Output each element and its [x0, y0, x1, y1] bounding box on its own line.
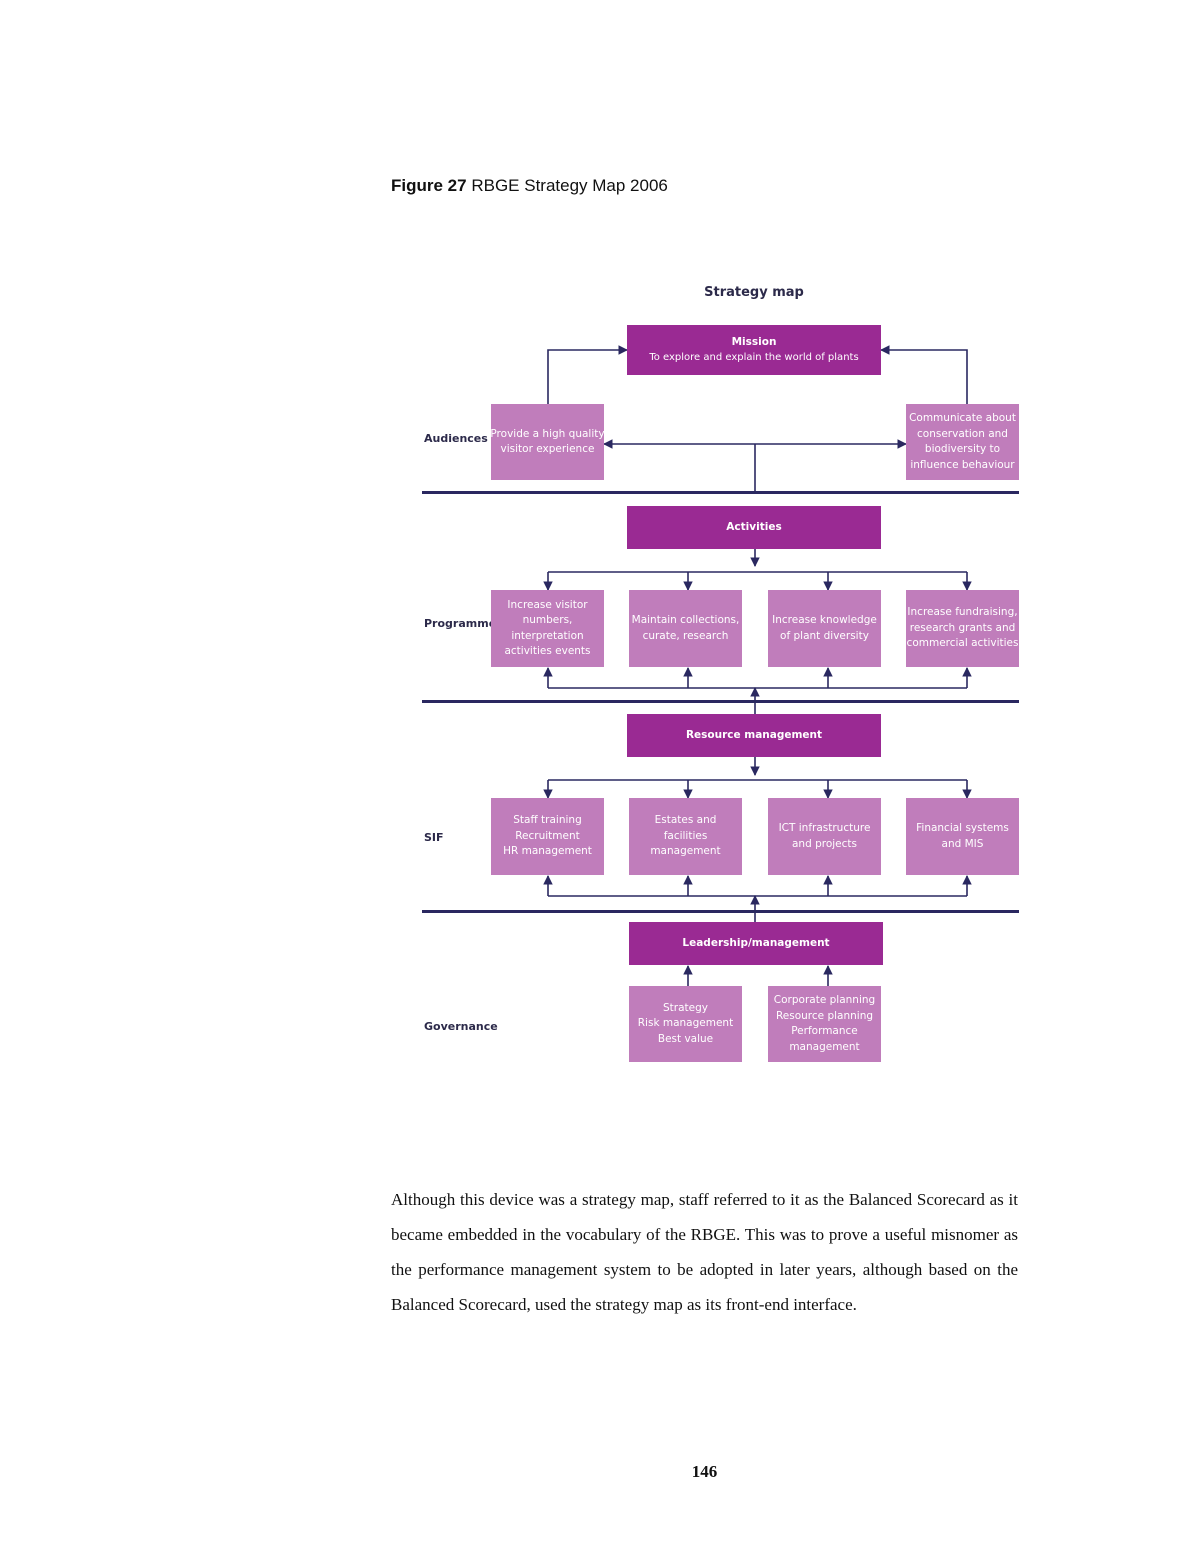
box-line: Financial systems: [916, 822, 1009, 834]
box-line: and MIS: [941, 837, 984, 850]
box-line: Increase visitor: [507, 598, 588, 611]
box-line: Resource planning: [775, 1009, 874, 1022]
box-line: ICT infrastructure: [778, 822, 871, 834]
figure-label: Figure 27: [391, 176, 467, 195]
mission-title: Mission: [731, 335, 777, 348]
mission-subtitle: To explore and explain the world of plan…: [649, 352, 859, 363]
box-line: Performance: [791, 1025, 858, 1037]
resource-management-title: Resource management: [685, 728, 823, 741]
body-paragraph: Although this device was a strategy map,…: [391, 1190, 1018, 1314]
box-line: management: [789, 1040, 860, 1053]
programme-box-visitors: Increase visitor numbers, interpretation…: [491, 590, 604, 667]
box-line: Recruitment: [515, 829, 580, 842]
resource-management-box: Resource management: [627, 714, 881, 757]
activities-title: Activities: [726, 520, 782, 533]
lane-label-audiences: Audiences: [424, 432, 488, 445]
box-line: and projects: [791, 837, 857, 850]
box-line: Risk management: [637, 1017, 734, 1030]
box-line: interpretation: [511, 629, 584, 642]
box-line: management: [650, 845, 721, 858]
box-line: Provide a high quality: [490, 427, 605, 440]
box-line: activities events: [504, 645, 591, 657]
lane-label-programmes: Programmes: [424, 617, 503, 630]
programme-box-fundraising: Increase fundraising, research grants an…: [906, 590, 1019, 667]
box-line: of plant diversity: [780, 629, 869, 642]
governance-box-planning: Corporate planning Resource planning Per…: [768, 986, 881, 1062]
lane-label-governance: Governance: [424, 1020, 498, 1033]
box-line: Strategy: [663, 1001, 708, 1014]
audience-box-communicate: Communicate about conservation and biodi…: [906, 404, 1019, 480]
box-line: Increase knowledge: [772, 614, 877, 626]
box-line: Communicate about: [909, 412, 1016, 424]
figure-title: RBGE Strategy Map 2006: [471, 176, 668, 195]
box-line: research grants and: [909, 621, 1016, 634]
mission-box: Mission To explore and explain the world…: [627, 325, 881, 375]
governance-box-strategy: Strategy Risk management Best value: [629, 986, 742, 1062]
leadership-box: Leadership/management: [629, 922, 883, 965]
diagram-title: Strategy map: [704, 285, 804, 300]
figure-caption: Figure 27 RBGE Strategy Map 2006: [391, 176, 668, 196]
box-line: visitor experience: [500, 443, 595, 455]
box-line: numbers,: [522, 614, 573, 626]
sif-box-estates: Estates and facilities management: [629, 798, 742, 875]
activities-box: Activities: [627, 506, 881, 549]
box-line: conservation and: [917, 427, 1008, 440]
programme-box-collections: Maintain collections, curate, research: [629, 590, 742, 667]
box-line: Estates and: [654, 814, 717, 827]
box-line: Maintain collections,: [631, 614, 740, 626]
box-line: influence behaviour: [910, 458, 1015, 471]
box-line: Best value: [657, 1032, 714, 1045]
sif-box-financial: Financial systems and MIS: [906, 798, 1019, 875]
box-line: HR management: [503, 845, 592, 858]
lane-divider-1: [422, 491, 1019, 494]
box-line: curate, research: [642, 629, 729, 642]
sif-box-ict: ICT infrastructure and projects: [768, 798, 881, 875]
sif-box-staff: Staff training Recruitment HR management: [491, 798, 604, 875]
lane-divider-2: [422, 700, 1019, 703]
lane-divider-3: [422, 910, 1019, 913]
box-line: Corporate planning: [773, 994, 876, 1006]
box-line: commercial activities: [906, 637, 1019, 650]
audience-box-visitor: Provide a high quality visitor experienc…: [490, 404, 605, 480]
leadership-title: Leadership/management: [682, 936, 830, 949]
box-line: Increase fundraising,: [907, 606, 1018, 619]
box-line: facilities: [663, 829, 708, 842]
lane-label-sif: SIF: [424, 831, 444, 844]
box-line: biodiversity to: [924, 443, 1001, 455]
programme-box-knowledge: Increase knowledge of plant diversity: [768, 590, 881, 667]
box-line: Staff training: [513, 814, 582, 827]
page-number: 146: [691, 1462, 718, 1481]
